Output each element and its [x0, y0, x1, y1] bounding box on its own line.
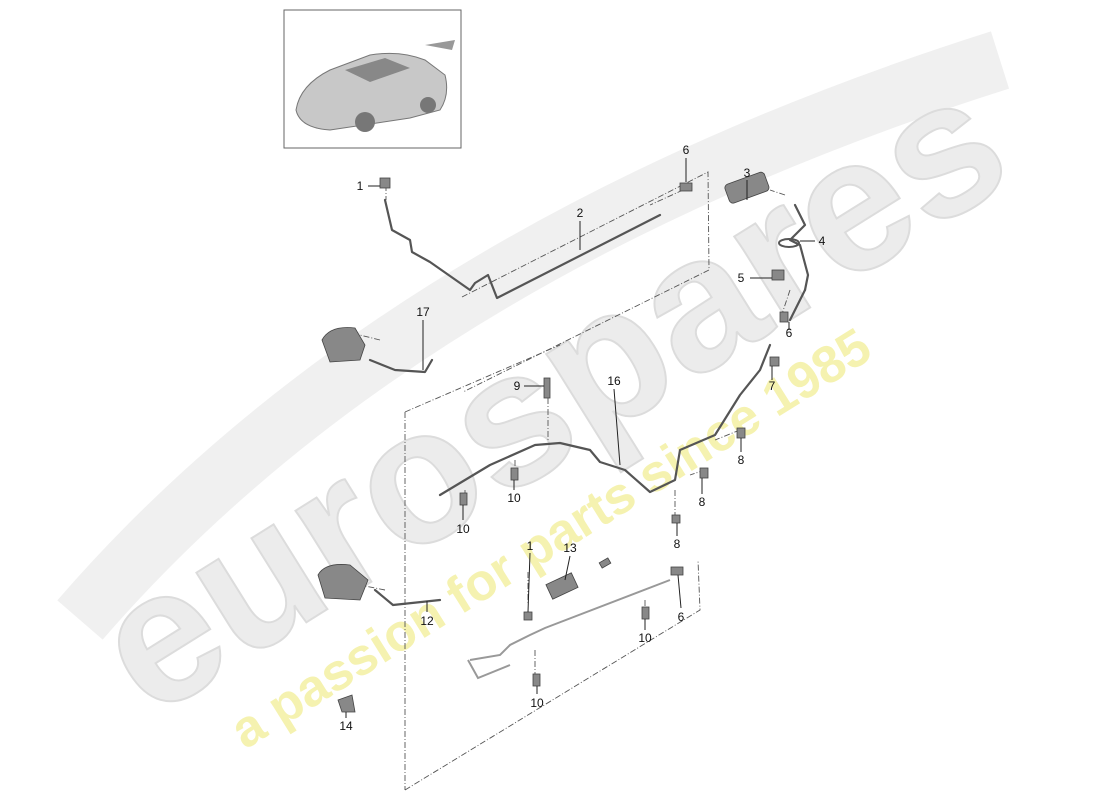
- callout-label-8: 8: [674, 537, 681, 551]
- connector-icon: [670, 566, 684, 576]
- callout-label-2: 2: [577, 206, 584, 220]
- callout-leader-line: [613, 388, 621, 466]
- clip-icon: [699, 467, 709, 479]
- callout-label-12: 12: [420, 614, 434, 628]
- holder-icon: [459, 492, 468, 506]
- reservoir-icon: [321, 327, 366, 363]
- bleed-valve-icon: [379, 177, 391, 189]
- clamp-icon: [771, 269, 785, 281]
- callout-label-14: 14: [339, 719, 353, 733]
- callout-label-3: 3: [744, 166, 751, 180]
- holder-icon: [532, 673, 541, 687]
- clip-icon: [736, 427, 746, 439]
- bleed-valve-icon: [523, 611, 533, 621]
- callout-label-13: 13: [563, 541, 577, 555]
- connector-icon: [779, 311, 789, 323]
- callout-label-17: 17: [416, 305, 430, 319]
- callout-leader-line: [527, 552, 531, 613]
- callout-label-4: 4: [819, 234, 826, 248]
- callout-label-10: 10: [638, 631, 652, 645]
- callout-label-5: 5: [738, 271, 745, 285]
- clip-icon: [769, 356, 780, 367]
- connector-icon: [679, 182, 693, 192]
- callout-label-16: 16: [607, 374, 621, 388]
- callout-label-1: 1: [357, 179, 364, 193]
- slave-cylinder-icon: [545, 572, 579, 600]
- callout-label-6: 6: [786, 326, 793, 340]
- holder-icon: [641, 606, 650, 620]
- callout-leader-line: [677, 574, 682, 609]
- callout-label-7: 7: [769, 379, 776, 393]
- callout-label-8: 8: [699, 495, 706, 509]
- callout-label-8: 8: [738, 453, 745, 467]
- clip-icon: [671, 514, 681, 524]
- insulation-sleeve-icon: [543, 377, 551, 399]
- callout-label-9: 9: [514, 379, 521, 393]
- callout-label-1: 1: [527, 539, 534, 553]
- callout-label-10: 10: [507, 491, 521, 505]
- callout-label-6: 6: [683, 143, 690, 157]
- callout-label-10: 10: [530, 696, 544, 710]
- callout-label-10: 10: [456, 522, 470, 536]
- hose-icon: [778, 238, 800, 248]
- callout-leader-line: [564, 555, 571, 581]
- reservoir-icon: [317, 564, 369, 601]
- holder-icon: [510, 467, 519, 481]
- clip-icon: [337, 694, 356, 713]
- callout-label-6: 6: [678, 610, 685, 624]
- sports-car-thumbnail: [283, 9, 462, 149]
- connector-icon: [598, 557, 612, 569]
